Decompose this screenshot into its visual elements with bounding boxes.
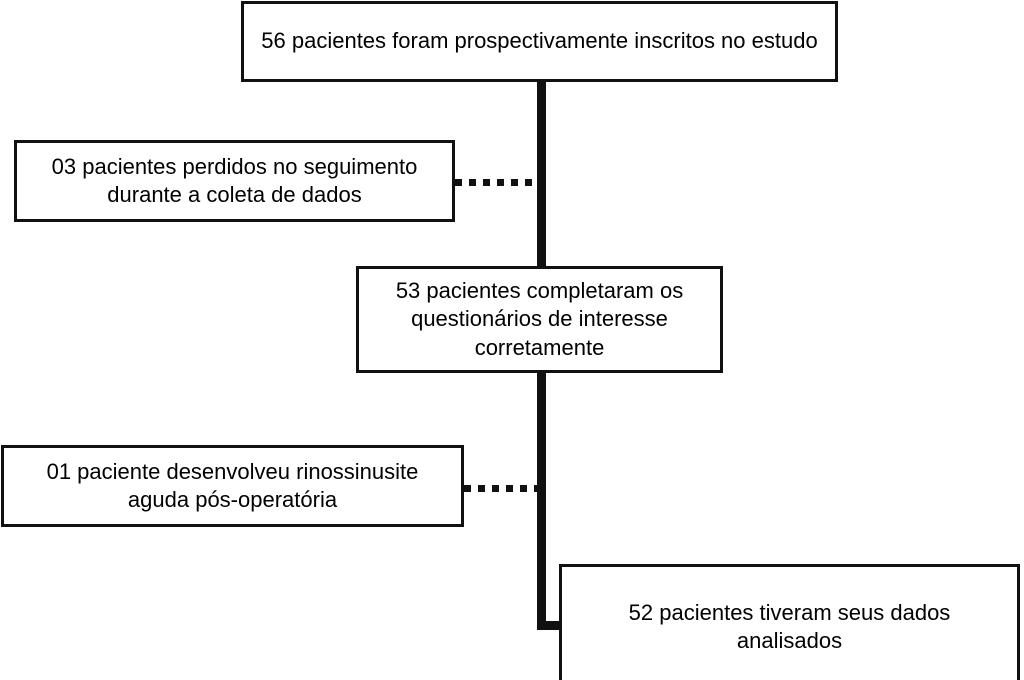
node-completed-questionnaires: 53 pacientes completaram os questionário…: [356, 266, 723, 373]
node-lost-to-followup: 03 pacientes perdidos no seguimento dura…: [14, 140, 455, 222]
node-acute-rhinosinusitis: 01 paciente desenvolveu rinossinusite ag…: [1, 445, 464, 527]
dotted-connector-rhinosinusitis: [464, 485, 539, 492]
node-enrolled-patients: 56 pacientes foram prospectivamente insc…: [241, 1, 838, 82]
node-analyzed-patients-label: 52 pacientes tiveram seus dados analisad…: [628, 599, 951, 653]
trunk-elbow-to-analyzed: [537, 621, 564, 630]
dotted-connector-lost-to-followup: [455, 179, 539, 186]
node-enrolled-patients-label: 56 pacientes foram prospectivamente insc…: [261, 28, 818, 54]
node-analyzed-patients: 52 pacientes tiveram seus dados analisad…: [559, 564, 1020, 680]
node-lost-to-followup-label: 03 pacientes perdidos no seguimento dura…: [51, 153, 418, 207]
node-completed-questionnaires-label: 53 pacientes completaram os questionário…: [395, 278, 684, 360]
node-acute-rhinosinusitis-label: 01 paciente desenvolveu rinossinusite ag…: [46, 458, 419, 512]
